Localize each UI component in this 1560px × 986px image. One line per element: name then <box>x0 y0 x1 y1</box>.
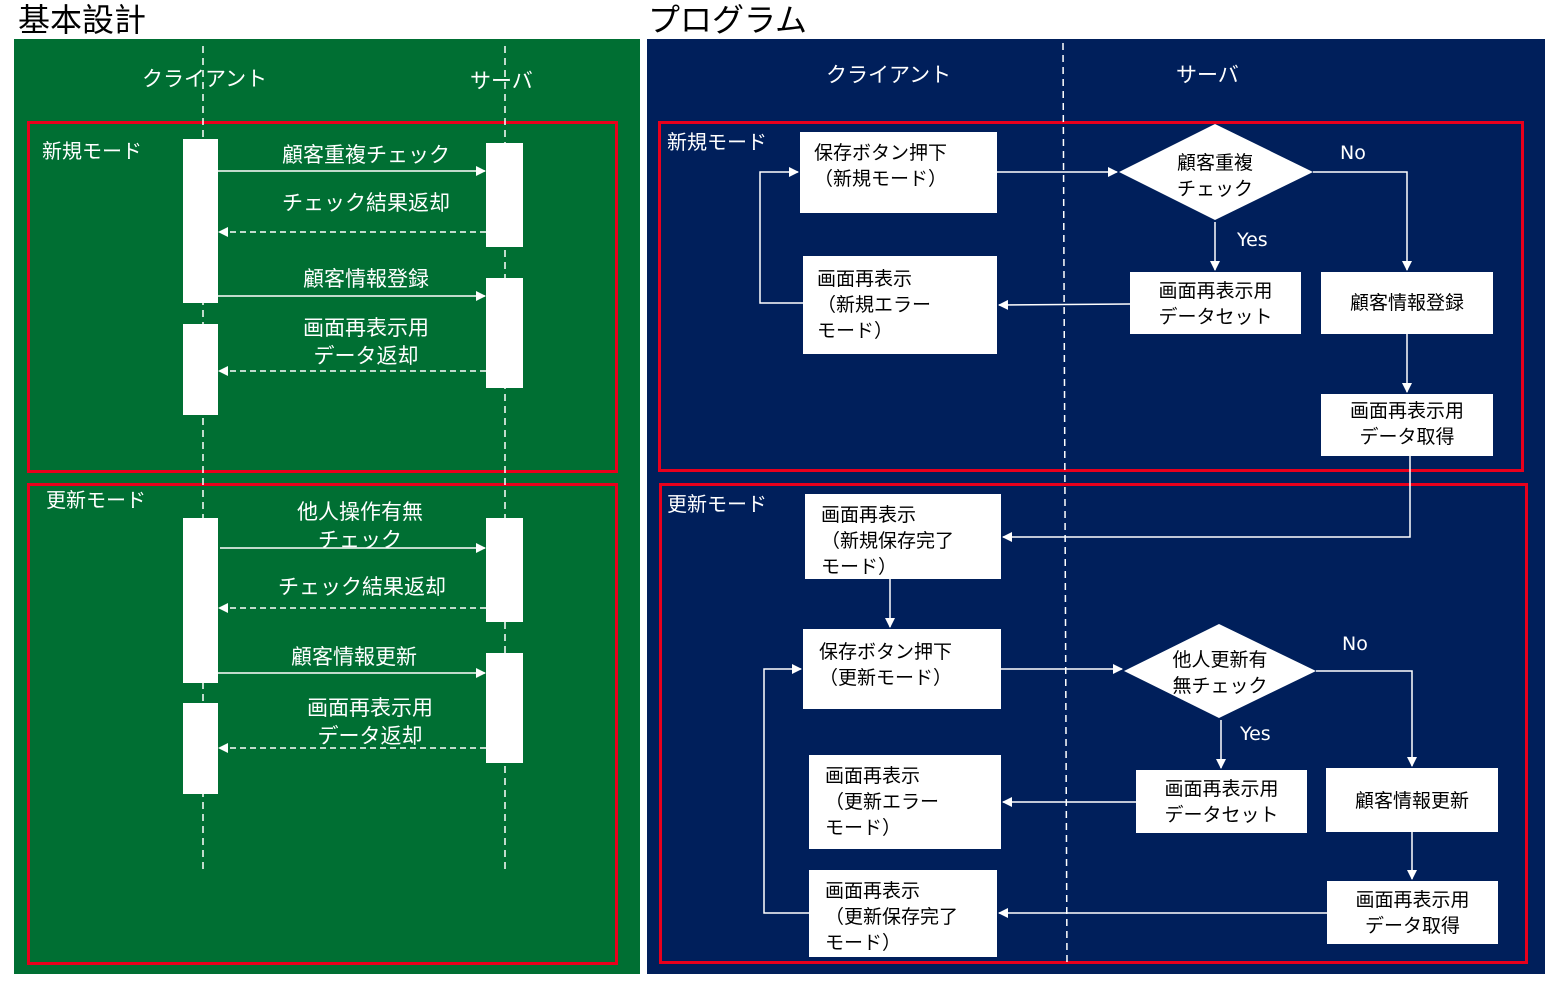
server-lane-label: サーバ <box>470 69 533 93</box>
register-customer-box: 顧客情報登録 <box>1321 272 1493 334</box>
dataset-new-box: 画面再表示用 データセット <box>1130 272 1301 334</box>
fetch-data-new-box: 画面再表示用 データ取得 <box>1321 394 1493 456</box>
update-mode-label: 更新モード <box>46 488 146 512</box>
flow-arrow <box>763 664 809 914</box>
no-label: No <box>1340 142 1366 164</box>
redisplay-update-error-box: 画面再表示 （更新エラー モード） <box>809 755 1001 849</box>
no-label: No <box>1342 633 1368 655</box>
message-label: チェック結果返却 <box>282 191 450 215</box>
new-mode-label: 新規モード <box>42 139 142 163</box>
other-update-check-label: 他人更新有 無チェック <box>1172 649 1268 697</box>
redisplay-update-done-box: 画面再表示 （更新保存完了 モード） <box>809 870 997 957</box>
client-lane-label: クライアント <box>826 63 952 87</box>
lane-divider <box>1062 42 1068 967</box>
other-update-check-decision <box>1124 624 1316 718</box>
message-label: 顧客情報登録 <box>303 267 429 291</box>
heading-program: プログラム <box>648 1 808 39</box>
message-label: 画面再表示用 データ返却 <box>303 316 429 368</box>
update-customer-box: 顧客情報更新 <box>1326 768 1498 832</box>
flow-arrow <box>1002 456 1411 542</box>
save-button-new-box: 保存ボタン押下 （新規モード） <box>800 132 997 213</box>
update-mode-frame <box>659 483 1528 964</box>
new-mode-label: 新規モード <box>667 130 767 154</box>
basic-design-panel <box>14 39 640 974</box>
client-activation-bar <box>183 518 218 683</box>
new-mode-frame <box>27 121 618 473</box>
client-activation-bar <box>183 139 218 303</box>
fetch-data-update-box: 画面再表示用 データ取得 <box>1327 881 1498 944</box>
heading-basic-design: 基本設計 <box>18 1 147 39</box>
flow-arrow <box>1313 171 1412 271</box>
dataset-update-box: 画面再表示用 データセット <box>1136 770 1307 833</box>
flow-arrow <box>998 299 1131 310</box>
update-mode-frame <box>27 483 618 965</box>
yes-label: Yes <box>1240 723 1271 745</box>
message-label: 顧客重複チェック <box>282 143 450 167</box>
yes-label: Yes <box>1237 229 1268 251</box>
message-label: 顧客情報更新 <box>291 645 417 669</box>
flow-arrow <box>1316 670 1417 767</box>
save-button-update-box: 保存ボタン押下 （更新モード） <box>803 629 1001 709</box>
client-activation-bar <box>183 703 218 794</box>
server-activation-bar <box>486 278 523 388</box>
client-lane-label: クライアント <box>142 67 268 91</box>
client-activation-bar <box>183 324 218 415</box>
message-label: 画面再表示用 データ返却 <box>307 696 433 748</box>
update-mode-label: 更新モード <box>667 492 767 516</box>
redisplay-new-error-box: 画面再表示 （新規エラー モード） <box>803 256 997 354</box>
new-mode-frame <box>658 121 1524 472</box>
server-lane-label: サーバ <box>1176 63 1239 87</box>
duplicate-check-label: 顧客重複 チェック <box>1176 152 1253 200</box>
message-label: チェック結果返却 <box>278 575 446 599</box>
duplicate-check-decision <box>1119 124 1313 220</box>
flow-arrow <box>759 167 803 304</box>
redisplay-new-done-box: 画面再表示 （新規保存完了 モード） <box>805 494 1001 579</box>
